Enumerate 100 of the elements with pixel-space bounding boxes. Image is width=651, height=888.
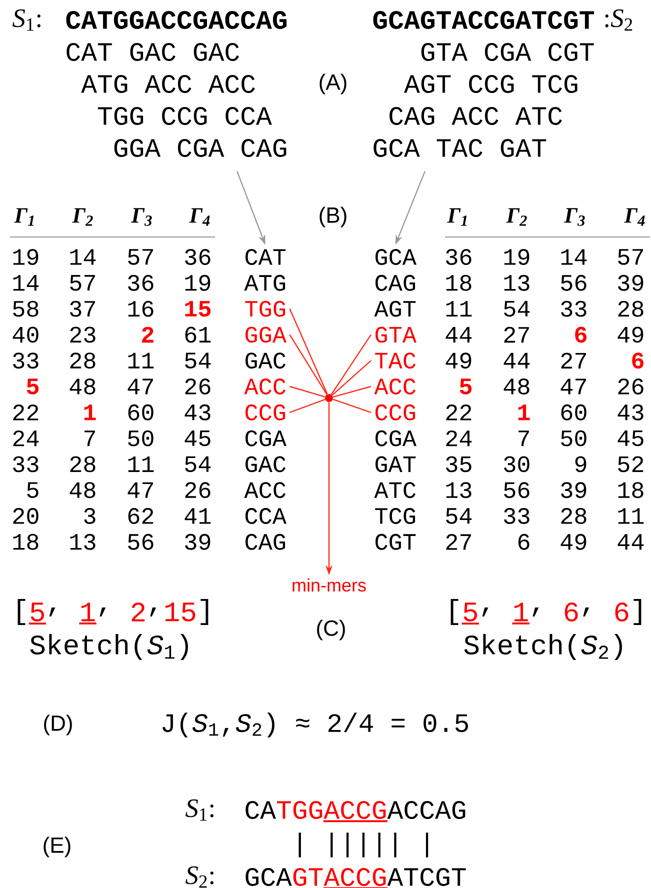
hash-value: 58: [13, 300, 38, 317]
hash-value: 44: [446, 326, 472, 342]
hash-value: 50: [128, 430, 154, 446]
kmer-text: CCA: [246, 508, 286, 524]
kmer-text: TAC: [375, 352, 416, 369]
hash-value: 56: [561, 274, 586, 291]
hash-value: 37: [70, 300, 95, 317]
sketch-text: 5: [28, 602, 46, 624]
hash-value: 27: [561, 352, 586, 368]
hash-value: 18: [618, 482, 644, 498]
alignment-text: ACCAG: [387, 801, 466, 819]
hash-value: 19: [13, 249, 38, 265]
hash-value: 24: [13, 430, 39, 446]
alignment-text: CA: [246, 801, 276, 819]
sketch-text: ,: [583, 607, 590, 617]
kmer-text: ACC: [374, 378, 416, 394]
hash-value: 5: [26, 378, 39, 394]
hash-value: 44: [618, 534, 644, 550]
sketch-text: 5: [462, 602, 479, 624]
connector-line: [330, 334, 372, 395]
hash-value: 48: [504, 378, 530, 394]
hash-value: 23: [70, 326, 96, 343]
hash-value: 45: [184, 430, 210, 446]
kmer-list: GTA CGA CGT AGT CCG TCG CAG ACC ATC GCA TAC GAT: [374, 43, 594, 157]
kmer-list: CAT GAC GAC ATG ACC ACC TGG CCG CCA GGA CGA CAG: [66, 43, 286, 157]
kmer-text: GGA: [246, 326, 286, 343]
sketch-caption: Sketch(S$_{2}$): [464, 634, 622, 660]
kmer-text: GAC: [246, 352, 286, 369]
panel-letter: (D): [44, 714, 72, 736]
hash-value: 26: [185, 482, 210, 498]
hash-value: 22: [446, 404, 472, 420]
column-header: Γ$_{3}$: [131, 208, 152, 226]
match-bars: | ||||| |: [298, 832, 428, 858]
hash-value: 6: [518, 534, 530, 550]
hash-value: 57: [128, 249, 153, 265]
connector-line: [290, 398, 326, 413]
panel-letter: (C): [317, 620, 345, 640]
hash-value: 56: [128, 534, 154, 550]
connector-line: [332, 398, 372, 413]
hash-value: 39: [185, 534, 210, 550]
kmer-text: ATC: [374, 482, 416, 498]
hash-value: 27: [446, 534, 471, 550]
sketch-text: ,: [150, 607, 156, 617]
hash-value: 16: [128, 300, 154, 317]
kmer-text: GAC: [246, 456, 286, 472]
connector-line: [289, 308, 328, 394]
hash-value: 49: [618, 326, 644, 343]
panel-letter: (E): [44, 836, 70, 858]
sketch-text: ,: [532, 607, 539, 617]
kmer-text: ACC: [244, 482, 286, 498]
hash-value: 56: [504, 482, 530, 498]
hash-value: 3: [84, 508, 96, 524]
hash-value: 11: [446, 301, 472, 317]
kmer-text: CAG: [246, 534, 286, 550]
sketch-text: 1: [512, 602, 530, 624]
hash-value: 57: [70, 275, 95, 291]
sketch-text: ,: [49, 607, 56, 617]
connector-line: [289, 334, 328, 395]
hash-value: 48: [70, 378, 96, 394]
hash-value: 20: [13, 508, 38, 524]
hash-value: 33: [561, 300, 586, 317]
panel-letter: (A): [320, 74, 346, 94]
hash-value: 11: [128, 352, 154, 368]
hash-value: 47: [560, 378, 586, 394]
hash-value: 54: [185, 352, 211, 368]
hash-value: 27: [504, 326, 529, 343]
hash-value: 43: [184, 404, 210, 420]
sketch-text: [: [450, 598, 458, 626]
hash-value: 24: [446, 430, 472, 446]
kmer-text: CGT: [376, 534, 416, 550]
hash-value: 33: [504, 508, 530, 524]
sketch-text: 15: [165, 602, 196, 622]
sketch-text: 6: [615, 602, 628, 622]
sketch-text: 2: [132, 602, 145, 622]
hash-value: 54: [446, 508, 472, 524]
hash-value: 33: [13, 456, 38, 472]
hash-value: 60: [128, 404, 154, 420]
hash-value: 1: [84, 404, 96, 420]
hash-value: 2: [142, 326, 154, 343]
kmer-text: GAT: [376, 456, 416, 472]
hash-value: 1: [518, 404, 530, 420]
sketch-text: ,: [482, 607, 488, 617]
column-header: Γ$_{2}$: [72, 208, 93, 226]
hash-value: 28: [70, 352, 96, 369]
sketch-text: [: [18, 598, 26, 626]
hash-value: 19: [185, 274, 210, 291]
hash-value: 13: [446, 482, 472, 498]
alignment-text: GCA: [246, 868, 292, 886]
hash-value: 18: [13, 534, 38, 550]
alignment-text: ACCG: [324, 868, 388, 888]
alignment-text: TGG: [277, 801, 322, 819]
alignment-text: GT: [293, 868, 323, 886]
kmer-text: CGA: [246, 430, 286, 446]
hash-value: 11: [128, 456, 154, 472]
connector-line: [332, 360, 372, 396]
hash-value: 39: [618, 274, 644, 291]
hash-value: 43: [618, 404, 644, 420]
sketch-text: ,: [100, 607, 106, 617]
kmer-text: ACC: [244, 378, 286, 394]
column-header: Γ$_{3}$: [564, 208, 585, 226]
